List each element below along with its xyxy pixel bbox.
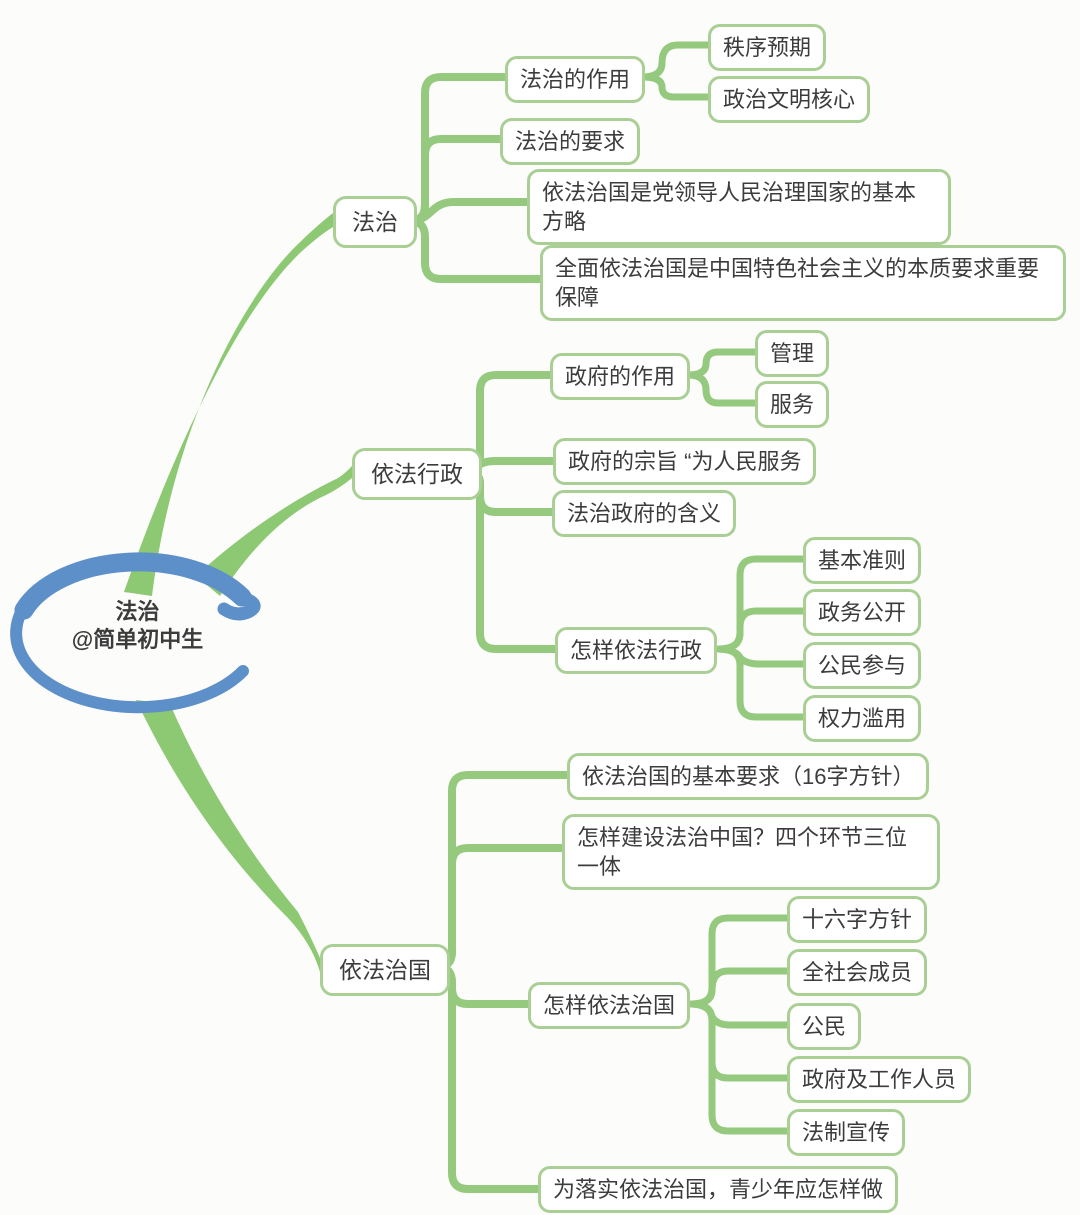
- box-sixteen-character-policy: 十六字方针: [787, 896, 928, 944]
- box-all-members-of-society: 全社会成员: [787, 949, 928, 997]
- node-rule-of-law: 法治: [333, 196, 417, 249]
- connector-management: [684, 348, 761, 379]
- connector-order-expectation: [638, 41, 714, 81]
- connector-requirements-of-rule-of-law: [406, 135, 506, 225]
- box-citizen-participation: 公民参与: [803, 642, 922, 690]
- box-citizens: 公民: [787, 1003, 862, 1051]
- central-topic-title: 法治: [115, 599, 160, 624]
- node-administration-by-law: 依法行政: [352, 448, 482, 501]
- box-service: 服务: [755, 381, 830, 429]
- box-what-teenagers-should-do: 为落实依法治国，青少年应怎样做: [538, 1166, 899, 1214]
- box-governing-basic-strategy: 依法治国是党领导人民治理国家的基本方略: [527, 169, 951, 246]
- node-governing-by-law: 依法治国: [320, 944, 450, 997]
- central-topic-author: @简单初中生: [71, 626, 204, 652]
- box-basic-principles: 基本准则: [803, 537, 922, 585]
- box-open-government: 政务公开: [803, 589, 922, 637]
- connector-basic-principles: [715, 555, 809, 653]
- box-how-to-administer-by-law: 怎样依法行政: [555, 627, 718, 675]
- connector-comprehensive-rule-of-law: [406, 217, 546, 283]
- trunk-to-administration-by-law: [196, 466, 352, 596]
- trunk-to-rule-of-law: [124, 213, 333, 596]
- box-political-civilization-core: 政治文明核心: [708, 76, 871, 124]
- box-requirements-of-rule-of-law: 法治的要求: [500, 118, 641, 166]
- box-how-to-govern-by-law: 怎样依法治国: [528, 982, 691, 1030]
- box-how-to-build-rule-of-law-china: 怎样建设法治中国？四个环节三位一体: [562, 814, 940, 891]
- box-abuse-of-power: 权力滥用: [803, 695, 922, 743]
- central-topic: 法治 @简单初中生: [30, 598, 245, 653]
- box-legal-publicity: 法制宣传: [787, 1109, 906, 1157]
- connector-service: [684, 371, 761, 407]
- trunk-to-governing-by-law: [136, 700, 320, 972]
- connector-political-civilization-core: [638, 73, 714, 101]
- central-ellipse-thick-stroke: [14, 552, 252, 620]
- box-comprehensive-rule-of-law: 全面依法治国是中国特色社会主义的本质要求重要保障: [540, 245, 1066, 322]
- connector-abuse-of-power: [715, 645, 809, 721]
- connector-build-rule-of-law-china: [434, 844, 568, 971]
- box-government-and-staff: 政府及工作人员: [787, 1056, 972, 1104]
- connector-sixteen-character-policy: [688, 914, 793, 1008]
- box-law-based-government-meaning: 法治政府的含义: [552, 490, 737, 538]
- connector-legal-publicity: [688, 1000, 793, 1135]
- connector-government-staff: [688, 1000, 793, 1082]
- box-government-purpose: 政府的宗旨 “为人民服务: [553, 438, 817, 486]
- connector-all-members: [688, 967, 793, 1008]
- connector-basic-requirements: [434, 771, 573, 971]
- box-management: 管理: [755, 330, 830, 378]
- box-government-role: 政府的作用: [550, 353, 691, 401]
- box-basic-requirements-16: 依法治国的基本要求（16字方针）: [567, 753, 930, 801]
- connector-open-government: [715, 607, 809, 653]
- box-order-expectation: 秩序预期: [708, 24, 827, 72]
- central-ellipse-curl: [217, 591, 261, 621]
- box-role-of-rule-of-law: 法治的作用: [505, 56, 646, 104]
